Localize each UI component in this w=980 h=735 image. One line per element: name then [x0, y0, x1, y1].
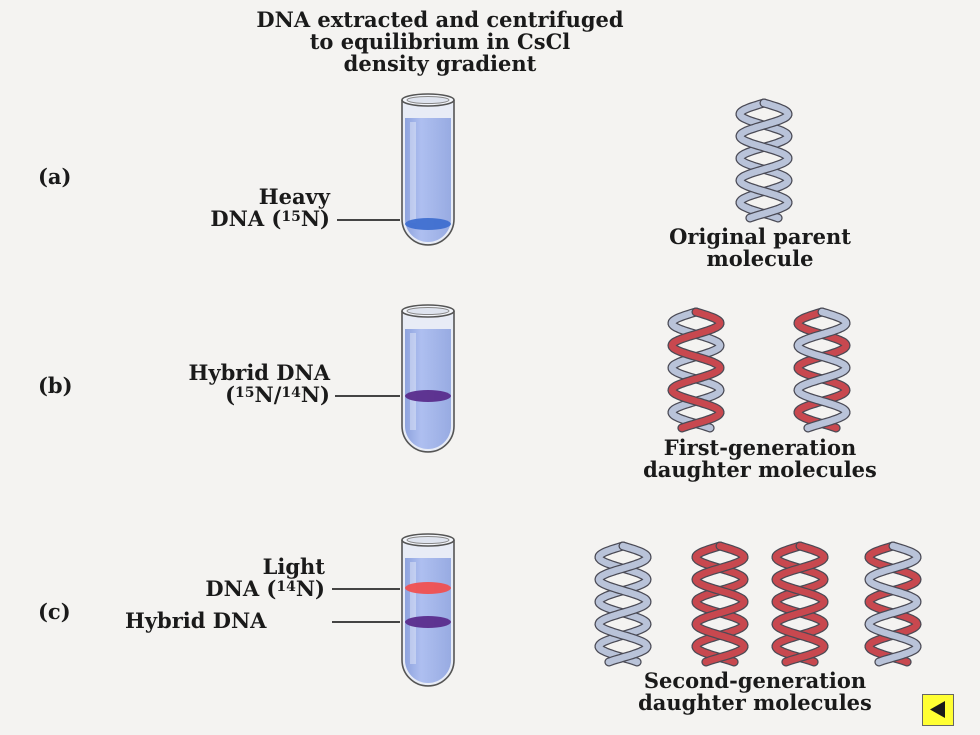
back-button[interactable] — [922, 694, 954, 726]
heavy-label: Heavy DNA (15N) — [120, 186, 330, 230]
first-gen-helix-1-strand — [668, 308, 724, 432]
light-leader-line — [332, 588, 400, 590]
heavy-label-line-1: Heavy — [258, 184, 330, 209]
hybrid-dna-band-b — [405, 390, 451, 402]
hybrid-b-leader-line — [335, 395, 400, 397]
heavy-leader-line — [337, 219, 400, 221]
first-gen-helix-1-strand — [668, 308, 724, 432]
hybrid-dna-band-c — [405, 616, 451, 628]
tube-c-rim-inner — [406, 536, 450, 544]
tube-b-highlight — [410, 333, 416, 430]
panel-b-letter: (b) — [38, 373, 73, 398]
caption-a: Original parent molecule — [620, 226, 900, 270]
hybrid-c-leader-line — [332, 621, 400, 623]
caption-a-line-1: Original parent — [669, 224, 851, 249]
tube-b-rim-inner — [406, 307, 450, 315]
tube-c-highlight — [410, 562, 416, 664]
caption-c: Second-generation daughter molecules — [590, 670, 920, 714]
heavy-dna-band — [405, 218, 451, 230]
second-gen-helix-3-strand — [772, 542, 828, 666]
first-gen-helix-2-strand — [794, 308, 850, 432]
second-gen-helix-2-strand — [692, 542, 748, 666]
second-gen-helix-1-strand — [595, 542, 651, 666]
caption-b: First-generation daughter molecules — [590, 437, 930, 481]
header-line-2: to equilibrium in CsCl — [309, 29, 571, 54]
caption-a-line-2: molecule — [706, 246, 814, 271]
caption-b-line-2: daughter molecules — [643, 457, 877, 482]
first-gen-helix-2-strand — [794, 308, 850, 432]
second-gen-helix-1-strand — [595, 542, 651, 666]
light-label-line-1: Light — [262, 554, 325, 579]
header-title: DNA extracted and centrifuged to equilib… — [160, 9, 720, 75]
tube-a-fluid — [405, 118, 451, 242]
tube-a-rim-inner — [406, 96, 450, 104]
caption-c-line-2: daughter molecules — [638, 690, 872, 715]
back-arrow-icon — [930, 701, 945, 718]
light-label: Light DNA (14N) — [120, 556, 325, 600]
second-gen-helix-2-strand — [692, 542, 748, 666]
light-label-line-2: DNA (14N) — [205, 576, 325, 601]
panel-c-letter: (c) — [38, 599, 71, 624]
caption-b-line-1: First-generation — [663, 435, 857, 460]
parent-molecule-helix-strand — [736, 99, 792, 222]
parent-molecule-helix-strand — [736, 99, 792, 222]
hybrid-label-b-line-1: Hybrid DNA — [188, 360, 330, 385]
hybrid-label-b: Hybrid DNA (15N/14N) — [100, 362, 330, 406]
heavy-label-line-2: DNA (15N) — [210, 206, 330, 231]
light-dna-band — [405, 582, 451, 594]
second-gen-helix-4-strand — [865, 542, 921, 666]
hybrid-label-c: Hybrid DNA — [125, 608, 267, 633]
panel-a-letter: (a) — [38, 164, 72, 189]
hybrid-label-b-line-2: (15N/14N) — [225, 382, 330, 407]
header-line-3: density gradient — [343, 51, 537, 76]
header-line-1: DNA extracted and centrifuged — [256, 7, 624, 32]
tube-a-highlight — [410, 122, 416, 223]
caption-c-line-1: Second-generation — [643, 668, 867, 693]
tube-b-fluid — [405, 329, 451, 449]
second-gen-helix-3-strand — [772, 542, 828, 666]
second-gen-helix-4-strand — [865, 542, 921, 666]
